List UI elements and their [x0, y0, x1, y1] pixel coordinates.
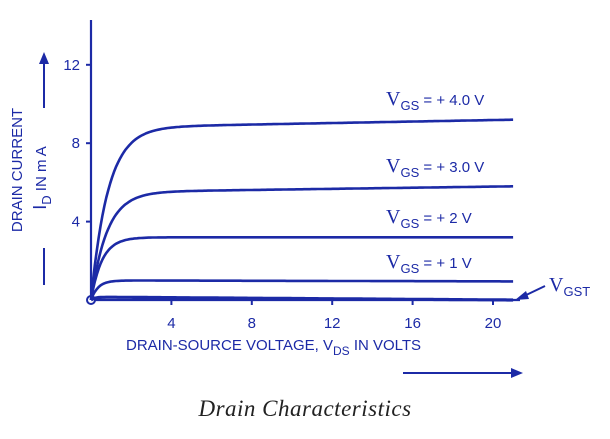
- x-axis-unit: IN VOLTS: [350, 337, 421, 354]
- x-tick-label: 16: [404, 315, 421, 332]
- y-axis-subscript: D: [39, 195, 54, 204]
- series-label-layer: VGS = + 4.0 V VGS = + 3.0 V VGS = + 2 V VGS…: [386, 88, 590, 299]
- curve-series-5: [90, 295, 514, 302]
- series-label-5: VGST: [549, 274, 590, 299]
- x-tick-label: 20: [485, 315, 502, 332]
- y-axis-title-line1-group: DRAIN CURRENT: [9, 108, 26, 232]
- y-axis-title-line2: ID IN m A: [30, 146, 54, 210]
- y-axis-unit: IN m A: [33, 146, 50, 195]
- y-axis-title-line1: DRAIN CURRENT: [9, 108, 26, 232]
- y-axis-symbol: I: [30, 205, 50, 210]
- x-axis-arrow: [403, 368, 523, 378]
- curve-series-2: [89, 185, 514, 301]
- y-tick-label: 4: [72, 214, 80, 231]
- series-label-1: VGS = + 4.0 V: [386, 88, 484, 113]
- y-tick-label: 12: [63, 57, 80, 74]
- x-axis-title: DRAIN-SOURCE VOLTAGE, VDS IN VOLTS: [126, 337, 421, 358]
- series-label-4: VGS = + 1 V: [386, 251, 472, 276]
- vgst-pointer-arrow: [515, 285, 546, 300]
- figure-caption: Drain Characteristics: [198, 396, 412, 421]
- series-label-3: VGS = + 2 V: [386, 206, 472, 231]
- y-axis-arrow: [39, 52, 49, 285]
- curve-series-1: [89, 118, 514, 301]
- series-label-2: VGS = + 3.0 V: [386, 155, 484, 180]
- curve-series-4: [89, 279, 514, 301]
- x-tick-label: 4: [167, 315, 175, 332]
- y-axis-title-line2-group: ID IN m A: [30, 146, 54, 210]
- y-tick-label: 8: [72, 135, 80, 152]
- x-tick-label: 12: [324, 315, 341, 332]
- x-axis-title-main: DRAIN-SOURCE VOLTAGE, V: [126, 337, 333, 354]
- x-axis-subscript: DS: [333, 344, 350, 358]
- tick-layer: 4 8 12 16 20 4 8 12: [63, 57, 501, 332]
- curve-series-3: [89, 236, 514, 301]
- x-tick-label: 8: [248, 315, 256, 332]
- curve-layer: [89, 118, 514, 302]
